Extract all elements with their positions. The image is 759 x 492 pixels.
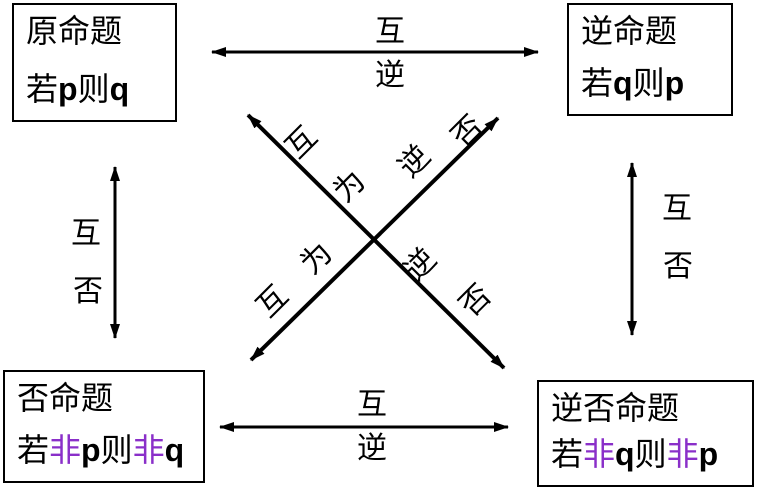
inverse-proposition-title: 否命题: [17, 380, 114, 416]
bottom-relation-label-2: 逆: [357, 432, 387, 465]
inverse-proposition-statement: 若非p则非q: [17, 432, 185, 469]
contrapositive-proposition-statement: 若非q则非p: [551, 436, 719, 473]
top-relation-label-1: 互: [375, 15, 405, 48]
converse-proposition-box: 逆命题 若q则p: [567, 3, 733, 116]
original-proposition-box: 原命题 若p则q: [12, 3, 177, 122]
bottom-relation-label-1: 互: [357, 388, 387, 421]
right-relation-label-1: 互: [662, 192, 692, 225]
inverse-proposition-box: 否命题 若非p则非q: [3, 370, 205, 483]
top-relation-label-2: 逆: [375, 59, 405, 92]
converse-proposition-statement: 若q则p: [581, 65, 685, 102]
converse-proposition-title: 逆命题: [581, 13, 678, 49]
original-proposition-title: 原命题: [26, 13, 123, 49]
left-relation-label-1: 互: [71, 217, 101, 250]
contrapositive-proposition-title: 逆否命题: [551, 390, 680, 426]
right-relation-label-2: 否: [663, 250, 693, 283]
left-relation-label-2: 否: [73, 275, 103, 308]
ascending-contrapositive-arrow: [249, 116, 500, 362]
contrapositive-proposition-box: 逆否命题 若非q则非p: [537, 380, 754, 487]
original-proposition-statement: 若p则q: [26, 71, 130, 108]
